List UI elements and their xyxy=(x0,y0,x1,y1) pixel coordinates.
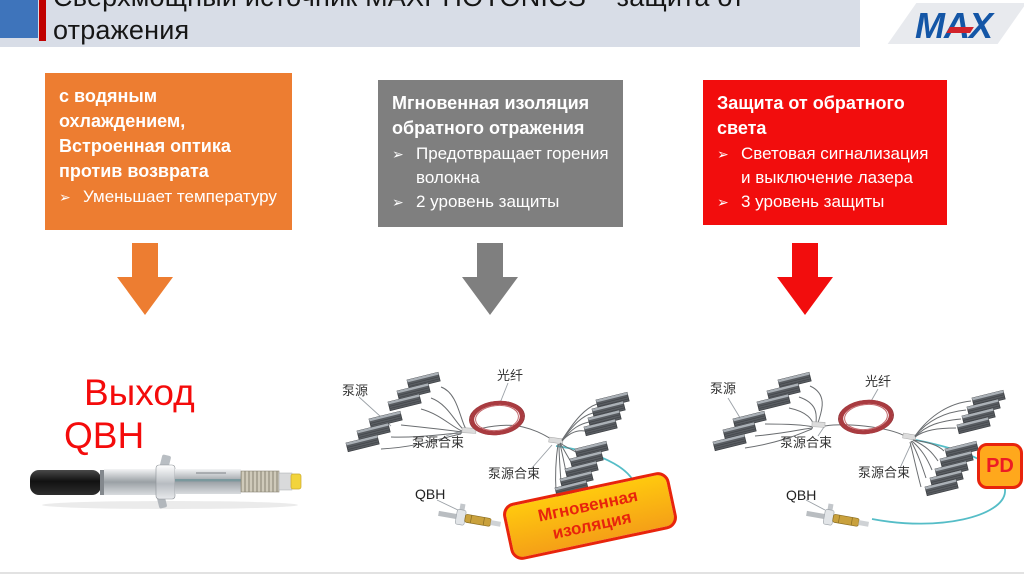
pump-cluster-upper-left xyxy=(387,371,441,412)
qbh-label: QBH xyxy=(415,486,445,502)
bullet-text: Уменьшает температуру xyxy=(83,187,277,206)
output-label-line1: Выход xyxy=(84,372,195,413)
qbh-label: QBH xyxy=(786,487,816,503)
fiber-coil xyxy=(838,399,894,435)
pump-cluster-upper-left xyxy=(756,371,812,412)
photodiode-badge: PD xyxy=(977,443,1023,489)
infobox-heading: с водяным охлаждением, Встроенная оптика… xyxy=(59,86,231,181)
infobox-water-cooling: с водяным охлаждением, Встроенная оптика… xyxy=(45,73,292,230)
combiner-sleeve-1 xyxy=(461,427,477,434)
slide-bottom-border xyxy=(0,572,1024,574)
page-title: Сверхмощный источник MAXPHOTONICS – защи… xyxy=(53,0,745,47)
logo-wordmark: MAX xyxy=(915,5,993,46)
bullet-arrow-icon: ➢ xyxy=(392,194,404,210)
combiner-sleeve-2 xyxy=(902,432,917,441)
pump-combiner-label-1: 泵源合束 xyxy=(780,435,832,450)
connector-yellow-tip xyxy=(290,473,302,490)
bullet-arrow-icon: ➢ xyxy=(717,146,729,162)
title-accent-square xyxy=(0,0,38,38)
pump-source-label: 泵源 xyxy=(710,381,736,396)
pump-cluster-lower-right xyxy=(924,440,979,497)
connector-shadow xyxy=(42,501,298,509)
qbh-connector-image xyxy=(30,454,302,509)
bullet-item: ➢ 3 уровень защиты xyxy=(717,190,934,214)
infobox-bullets: ➢ Уменьшает температуру xyxy=(59,185,279,209)
bullet-arrow-icon: ➢ xyxy=(717,194,729,210)
pump-combiner-label-2: 泵源合束 xyxy=(858,465,910,480)
pump-cluster-lower-left xyxy=(345,410,403,453)
pump-cluster-upper-right xyxy=(956,389,1006,435)
infobox-heading: Мгновенная изоляция обратного отражения xyxy=(392,93,590,138)
pump-cluster-lower-left xyxy=(712,410,767,452)
bullet-item: ➢ Предотвращает горения волокна xyxy=(392,142,610,190)
output-label-line2: QBH xyxy=(64,415,145,456)
page-title-line1: Сверхмощный источник MAXPHOTONICS – защи… xyxy=(53,0,745,12)
logo-red-dash xyxy=(946,27,974,33)
connector-flange xyxy=(155,464,176,500)
down-arrow-gray-icon xyxy=(462,243,518,315)
title-bar: Сверхмощный источник MAXPHOTONICS – защи… xyxy=(0,0,893,47)
bullet-arrow-icon: ➢ xyxy=(392,146,404,162)
diagram-back-light-protection: 泵源 光纤 泵源合束 泵源合束 QBH xyxy=(710,371,1006,533)
max-logo: MAX xyxy=(860,0,1024,60)
bullet-item: ➢ 2 уровень защиты xyxy=(392,190,610,214)
down-arrow-orange-icon xyxy=(117,243,173,315)
bullet-text: 3 уровень защиты xyxy=(741,192,885,211)
bullet-item: ➢ Световая сигнализация и выключение лазе… xyxy=(717,142,934,190)
optical-fiber-label: 光纤 xyxy=(497,368,523,383)
bullet-text: 2 уровень защиты xyxy=(416,192,560,211)
bullet-text: Световая сигнализация и выключение лазер… xyxy=(741,144,929,187)
title-accent-bar xyxy=(39,0,46,41)
infobox-bullets: ➢ Предотвращает горения волокна ➢ 2 уровен… xyxy=(392,142,610,214)
pump-fibers-right xyxy=(555,403,598,492)
combiner-sleeve-2 xyxy=(548,436,564,445)
pump-combiner-label-2: 泵源合束 xyxy=(488,466,540,481)
pump-combiner-label-1: 泵源合束 xyxy=(412,435,464,450)
fiber-coil xyxy=(469,400,525,436)
pump-source-label: 泵源 xyxy=(342,383,368,398)
pump-fibers-right xyxy=(909,400,972,488)
infobox-backlight-protection: Защита от обратного света ➢ Световая сигн… xyxy=(703,80,947,225)
infobox-heading: Защита от обратного света xyxy=(717,93,905,138)
infobox-instant-isolation: Мгновенная изоляция обратного отражения … xyxy=(378,80,623,227)
optical-fiber-label: 光纤 xyxy=(865,374,891,389)
connector-threads xyxy=(240,470,280,493)
combiner-sleeve-1 xyxy=(811,421,826,428)
infobox-bullets: ➢ Световая сигнализация и выключение лазе… xyxy=(717,142,934,214)
down-arrow-red-icon xyxy=(777,243,833,315)
bullet-item: ➢ Уменьшает температуру xyxy=(59,185,279,209)
bullet-text: Предотвращает горения волокна xyxy=(416,144,609,187)
bullet-arrow-icon: ➢ xyxy=(59,189,71,205)
connector-handle xyxy=(30,470,101,495)
page-title-line2: отражения xyxy=(53,15,190,45)
